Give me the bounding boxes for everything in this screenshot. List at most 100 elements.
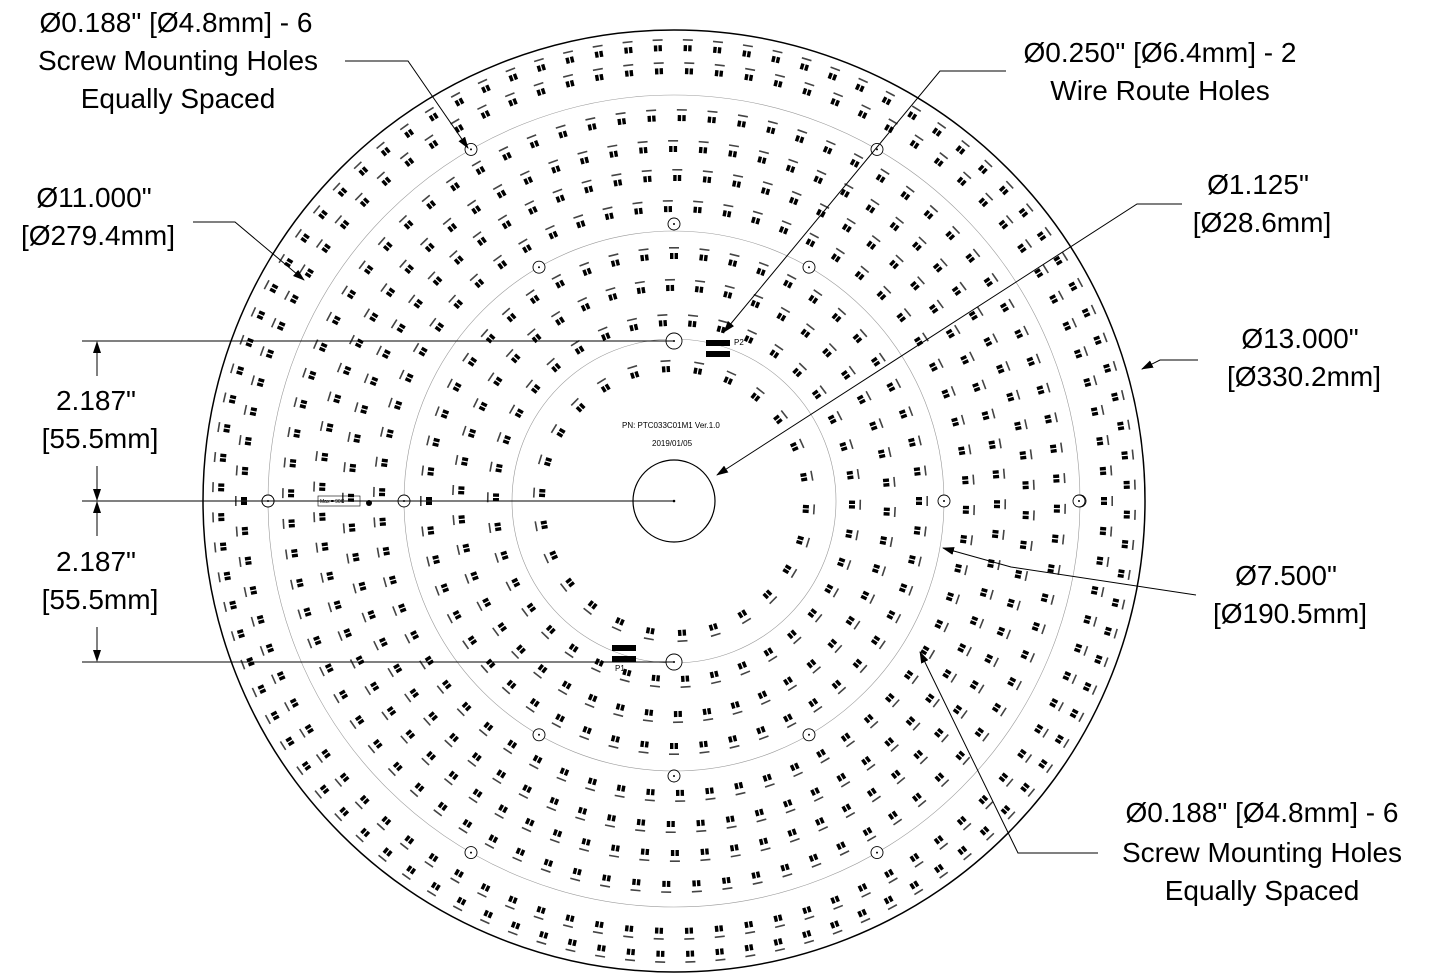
led-component <box>884 692 900 708</box>
led-component <box>931 121 947 137</box>
led-component <box>831 307 847 323</box>
led-component <box>213 542 227 553</box>
led-component <box>503 739 518 755</box>
led-component <box>808 697 823 713</box>
led-component <box>387 761 403 777</box>
led-component <box>913 465 927 476</box>
screw-hole-center <box>673 775 675 777</box>
led-component <box>630 878 641 892</box>
led-component <box>452 515 466 526</box>
led-component <box>684 927 695 940</box>
led-component <box>456 701 472 717</box>
led-component <box>702 707 714 722</box>
led-component <box>525 289 540 305</box>
revision-date-label: 2019/01/05 <box>652 439 693 448</box>
led-component <box>952 704 968 719</box>
led-component <box>570 867 582 882</box>
led-component <box>1090 404 1105 417</box>
led-component <box>283 457 297 468</box>
led-component <box>284 697 299 712</box>
led-component <box>1017 238 1033 254</box>
led-component <box>685 950 696 963</box>
led-component <box>815 203 830 218</box>
led-component <box>450 868 464 884</box>
led-component <box>1038 758 1054 774</box>
led-component <box>830 895 844 910</box>
led-component <box>829 920 843 935</box>
led-component <box>933 834 949 850</box>
led-component <box>675 789 686 803</box>
led-component <box>287 426 301 438</box>
led-component <box>998 214 1014 230</box>
callout-dia-11: Ø11.000" [Ø279.4mm] <box>21 182 175 251</box>
led-component <box>477 78 491 94</box>
led-component <box>800 323 815 339</box>
led-component <box>243 404 258 417</box>
callout-screw-holes-top-line3: Equally Spaced <box>81 83 276 114</box>
led-component <box>782 564 798 579</box>
led-component <box>217 422 231 433</box>
led-component <box>788 190 802 206</box>
led-component <box>477 104 491 119</box>
led-component <box>284 548 299 560</box>
led-component <box>550 423 566 438</box>
callout-dia-1125-line2: [Ø28.6mm] <box>1193 207 1331 238</box>
led-component <box>452 484 465 496</box>
led-component <box>551 273 566 289</box>
led-component <box>632 201 643 215</box>
led-component <box>1096 434 1110 446</box>
led-component <box>734 781 746 796</box>
led-component <box>769 343 784 359</box>
led-component <box>315 748 331 764</box>
led-component <box>496 432 511 445</box>
led-component <box>373 517 386 528</box>
led-component <box>644 788 655 802</box>
led-component <box>504 92 518 107</box>
led-component <box>802 81 815 97</box>
led-component <box>390 319 406 334</box>
led-component <box>504 895 518 910</box>
led-component <box>1053 503 1066 514</box>
led-component <box>552 188 566 203</box>
led-component <box>996 626 1012 640</box>
led-component <box>1000 804 1016 820</box>
led-component <box>714 925 725 939</box>
led-component <box>327 391 342 404</box>
led-component <box>611 617 625 632</box>
led-component <box>676 109 687 122</box>
screw-hole-center <box>538 266 540 269</box>
led-component <box>487 372 503 387</box>
led-component <box>958 444 972 456</box>
led-component <box>358 260 374 275</box>
led-component <box>352 581 367 594</box>
led-component <box>886 609 902 624</box>
led-component <box>643 627 655 641</box>
led-component <box>399 123 415 139</box>
led-component <box>320 571 334 583</box>
led-component <box>354 192 370 208</box>
led-component <box>1111 389 1125 402</box>
led-component <box>327 600 342 613</box>
led-component <box>376 141 391 157</box>
led-component <box>534 520 548 532</box>
led-component <box>424 134 439 150</box>
led-component <box>471 160 486 176</box>
led-component <box>498 146 512 161</box>
led-component <box>641 169 652 183</box>
led-component <box>698 140 709 154</box>
led-component <box>727 253 740 267</box>
led-component <box>497 214 512 230</box>
led-component <box>239 334 254 348</box>
led-component <box>870 635 886 650</box>
led-component <box>933 727 949 743</box>
led-component <box>467 751 482 767</box>
led-component <box>564 643 579 659</box>
led-component <box>840 732 856 748</box>
led-component <box>346 552 360 564</box>
callout-screw-holes-top-line1: Ø0.188" [Ø4.8mm] - 6 <box>40 7 313 38</box>
led-component <box>696 819 707 833</box>
led-component <box>1083 614 1098 627</box>
led-component <box>808 853 822 868</box>
led-component <box>1073 346 1089 359</box>
callout-offset-lower: 2.187" [55.5mm] <box>42 546 159 615</box>
